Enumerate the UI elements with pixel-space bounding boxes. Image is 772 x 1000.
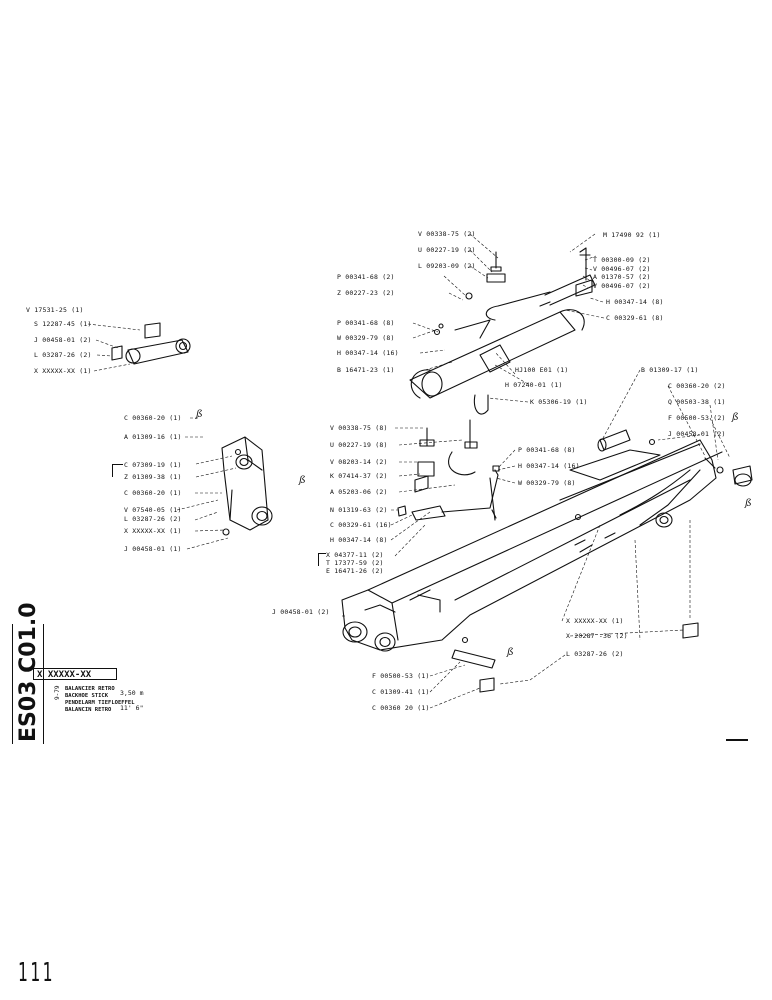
part-label: C 00329-61 (8) (606, 314, 664, 322)
part-label: L 09203-09 (2) (418, 262, 476, 270)
top-hardware-drawing (433, 247, 593, 336)
description-fr: BALANCIER RETRO (65, 686, 115, 692)
part-label: P 00341-68 (8) (337, 319, 395, 327)
dimension-imperial: 11' 6" (120, 704, 144, 712)
middle-parts-drawing (397, 419, 500, 521)
beta-mark: ß (745, 498, 752, 509)
part-label: P 00341-68 (8) (518, 446, 576, 454)
part-label: X XXXXX-XX (1) (566, 617, 624, 625)
group-bracket (318, 553, 326, 566)
part-label: J 00458-01 (2) (34, 336, 92, 344)
part-label: U 00227-19 (2) (418, 246, 476, 254)
description-en: BACKHOE STICK (65, 693, 109, 699)
reference-box: X XXXXX-XX (33, 668, 117, 680)
beta-mark: ß (732, 412, 739, 423)
description-es: BALANCIN RETRO (65, 707, 112, 713)
part-label: C 00360 20 (1) (372, 704, 430, 712)
beta-mark: ß (196, 409, 203, 420)
bracket-drawing (221, 436, 273, 536)
part-label: A 05203-06 (2) (330, 488, 388, 496)
title-block-date: 9-79 (54, 685, 61, 700)
part-label: L 03287-26 (2) (34, 351, 92, 359)
part-label: A 01309-16 (1) (124, 433, 182, 441)
description-de: PENDELARM TIEFLOEFFEL (65, 700, 135, 706)
part-label: J 00458-01 (1) (124, 545, 182, 553)
part-label: H 00347-14 (16) (337, 349, 399, 357)
part-label: B 16471-23 (1) (337, 366, 395, 374)
part-label: B 01309-17 (1) (641, 366, 699, 374)
beta-mark: ß (507, 647, 514, 658)
part-label: V 08203-14 (2) (330, 458, 388, 466)
part-label: E 16471-26 (2) (326, 567, 384, 575)
part-label: T 17377-59 (2) (326, 559, 384, 567)
part-label: V 00338-75 (2) (418, 230, 476, 238)
part-label: V 00496-07 (2) (593, 282, 651, 290)
part-label: K 07414-37 (2) (330, 472, 388, 480)
part-label: C 00360-20 (1) (124, 414, 182, 422)
part-label: Z 01309-38 (1) (124, 473, 182, 481)
handwritten-page-number: 111 (18, 958, 55, 988)
part-label: V 00496-07 (2) (593, 265, 651, 273)
part-label: H 00347-14 (8) (330, 536, 388, 544)
part-label: W 00329-79 (8) (518, 479, 576, 487)
part-label: C 00329-61 (16) (330, 521, 392, 529)
part-label: M 17490 92 (1) (603, 231, 661, 239)
dimension-metric: 3,50 m (120, 689, 144, 697)
part-label: V 17531-25 (1) (26, 306, 84, 314)
part-label: F 00500-53 (2) (668, 414, 726, 422)
part-label: J 00458-01 (2) (272, 608, 330, 616)
part-label: A 01370-57 (2) (593, 273, 651, 281)
beta-mark: ß (299, 475, 306, 486)
link-rod-drawing (111, 322, 191, 365)
part-label: W 00329-79 (8) (337, 334, 395, 342)
part-label: S 12287-45 (1) (34, 320, 92, 328)
part-label: U 00227-19 (8) (330, 441, 388, 449)
part-label: C 00360-20 (1) (124, 489, 182, 497)
part-label: J 00458-01 (2) (668, 430, 726, 438)
part-label: H 00347-14 (16) (518, 462, 580, 470)
part-label: X 20287 -36 (2) (566, 632, 628, 640)
cylinder-drawing (409, 274, 596, 415)
part-label: T 00300-09 (2) (593, 256, 651, 264)
part-label: X 04377-11 (2) (326, 551, 384, 559)
part-label: L 03287-26 (2) (124, 515, 182, 523)
group-bracket (112, 464, 123, 477)
part-label: K 05306-19 (1) (530, 398, 588, 406)
part-label: L 03287-26 (2) (566, 650, 624, 658)
part-label: C 07309-19 (1) (124, 461, 182, 469)
part-label: F 00500-53 (1) (372, 672, 430, 680)
part-label: Z 00227-23 (2) (337, 289, 395, 297)
right-pins-drawing (451, 429, 753, 693)
part-label: H 07240-01 (1) (505, 381, 563, 389)
part-label: H 00347-14 (8) (606, 298, 664, 306)
part-label: Q 00503-38 (1) (668, 398, 726, 406)
part-label: N 01319-63 (2) (330, 506, 388, 514)
title-block-frame (12, 624, 44, 744)
part-label: V 00338-75 (8) (330, 424, 388, 432)
part-label: X XXXXX-XX (1) (34, 367, 92, 375)
margin-dash (726, 739, 748, 741)
part-label: P 00341-68 (2) (337, 273, 395, 281)
part-label: X XXXXX-XX (1) (124, 527, 182, 535)
part-label: V 07540-05 (1) (124, 506, 182, 514)
stick-body-drawing (341, 439, 724, 652)
part-label: C 00360-20 (2) (668, 382, 726, 390)
part-label: HJ100 E01 (1) (515, 366, 569, 374)
part-label: C 01309-41 (1) (372, 688, 430, 696)
